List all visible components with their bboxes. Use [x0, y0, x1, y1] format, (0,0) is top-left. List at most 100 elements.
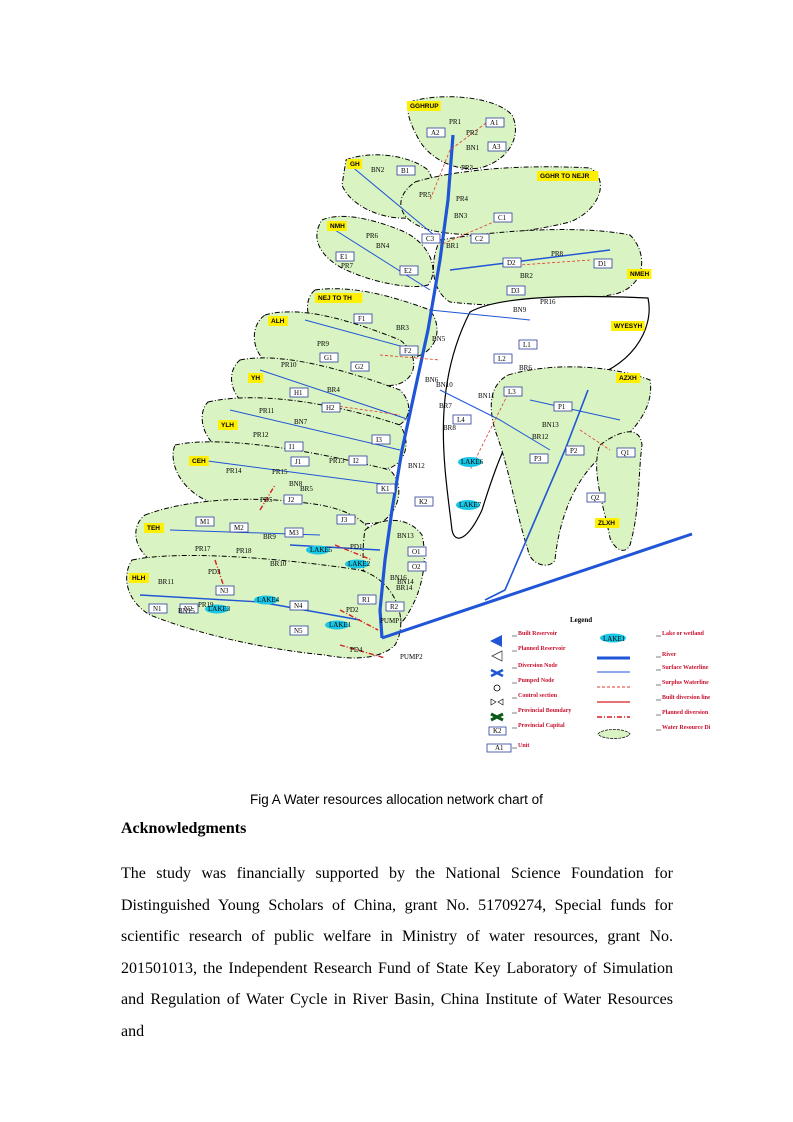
unit-box: [421, 233, 441, 244]
node-label: BN4: [376, 242, 390, 250]
node-label: PR2: [466, 129, 479, 137]
region-tag-bg: [595, 518, 620, 528]
unit-box: [195, 516, 215, 527]
node-label: BR8: [443, 424, 456, 432]
unit-icon: [486, 743, 512, 753]
svg-text:K2: K2: [493, 727, 502, 735]
unit-label: Q2: [591, 494, 600, 502]
node-label: PR4: [456, 195, 469, 203]
node-label: BN2: [371, 166, 385, 174]
unit-label: K2: [419, 498, 428, 506]
node-label: PR11: [259, 407, 275, 415]
unit-box: [565, 445, 585, 456]
unit-box: [229, 522, 249, 533]
region-tag-bg: [407, 101, 441, 111]
unit-label: D1: [598, 260, 607, 268]
tributary-2: [289, 544, 381, 551]
provincial-capital-icon: [488, 726, 507, 736]
unit-box: [284, 441, 304, 452]
unit-label: N4: [294, 602, 303, 610]
planned-diversion-pd5: [259, 484, 276, 511]
unit-label: H2: [326, 404, 335, 412]
unit-box: [414, 496, 434, 507]
region-tag: NMEH: [630, 271, 649, 278]
unit-box: [426, 127, 446, 138]
unit-label: N5: [294, 627, 303, 635]
region-tag: ZLXH: [598, 520, 615, 527]
node-label: BN11: [478, 392, 495, 400]
unit-box: [289, 625, 309, 636]
node-label: BR9: [263, 533, 276, 541]
region-tag-bg: [268, 316, 288, 326]
provincial-boundary-icon: [490, 712, 504, 722]
lake-6: [458, 457, 482, 467]
unit-label: R1: [362, 596, 371, 604]
svg-text:PD4: PD4: [350, 646, 363, 654]
unit-label: M1: [200, 518, 210, 526]
tributary-1: [449, 249, 611, 271]
legend-label: Water Resource Division: [662, 725, 710, 731]
unit-label: P1: [558, 403, 566, 411]
svg-text:PD3: PD3: [208, 568, 221, 576]
node-label: PR3: [461, 164, 474, 172]
region-tag-bg: [611, 321, 645, 331]
node-label: PR5: [419, 191, 432, 199]
unit-label: I2: [353, 457, 359, 465]
unit-label: B1: [401, 167, 410, 175]
legend-label: Diversion Node: [518, 663, 558, 669]
legend-label: Built diversion line: [662, 695, 710, 701]
unit-label: A2: [431, 129, 440, 137]
node-label: PUMP2: [400, 653, 423, 661]
lake-label: LAKE1: [329, 621, 352, 629]
unit-box: [396, 165, 416, 176]
region-tag: CEH: [192, 458, 206, 465]
unit-label: L3: [508, 388, 516, 396]
acknowledgments-body: The study was financially supported by t…: [121, 865, 673, 1040]
unit-box: [385, 601, 405, 612]
region-tag-bg: [347, 159, 363, 169]
unit-label: M3: [289, 529, 299, 537]
region-tag: GGHRUP: [410, 103, 439, 110]
unit-label: J3: [341, 516, 348, 524]
acknowledgments-heading: Acknowledgments: [121, 820, 247, 837]
node-label: BN5: [432, 335, 446, 343]
unit-label: D2: [507, 259, 516, 267]
region-tag: ALH: [271, 318, 285, 325]
node-label: BR4: [327, 386, 340, 394]
svg-text:A1: A1: [495, 744, 504, 752]
region-tag: YLH: [221, 422, 234, 429]
unit-box: [335, 251, 355, 262]
unit-label: N2: [184, 605, 193, 613]
legend-label: Pumped Node: [518, 678, 555, 684]
unit-box: [290, 456, 310, 467]
unit-box: [350, 361, 370, 372]
node-label: PR9: [317, 340, 330, 348]
legend-label: Surface Waterline: [662, 665, 709, 671]
region-tag-bg: [616, 373, 641, 383]
legend-label: Control section: [518, 693, 558, 699]
unit-label: D3: [511, 287, 520, 295]
diversion-node-icon: [490, 668, 504, 678]
node-label: BR11: [158, 578, 175, 586]
unit-box: [284, 527, 304, 538]
planned-diversion-pd1: [334, 544, 373, 561]
region-tag-bg: [129, 573, 149, 583]
svg-text:PD5: PD5: [260, 496, 273, 504]
legend-label: Lake or wetland: [662, 631, 705, 637]
node-label: BR3: [396, 324, 409, 332]
node-label: BR12: [532, 433, 549, 441]
unit-box: [399, 345, 419, 356]
lake-3: [205, 604, 229, 614]
lake-label: LAKE6: [461, 458, 484, 466]
legend-label: Unit: [518, 743, 529, 749]
node-label: PR1: [449, 118, 462, 126]
unit-box: [289, 387, 309, 398]
lake-5: [306, 545, 330, 555]
surplus-line: [429, 119, 491, 201]
unit-box: [493, 212, 513, 223]
surplus-line: [329, 404, 401, 416]
node-label: BN8: [289, 480, 303, 488]
unit-box: [470, 233, 490, 244]
svg-text:PD2: PD2: [346, 606, 359, 614]
